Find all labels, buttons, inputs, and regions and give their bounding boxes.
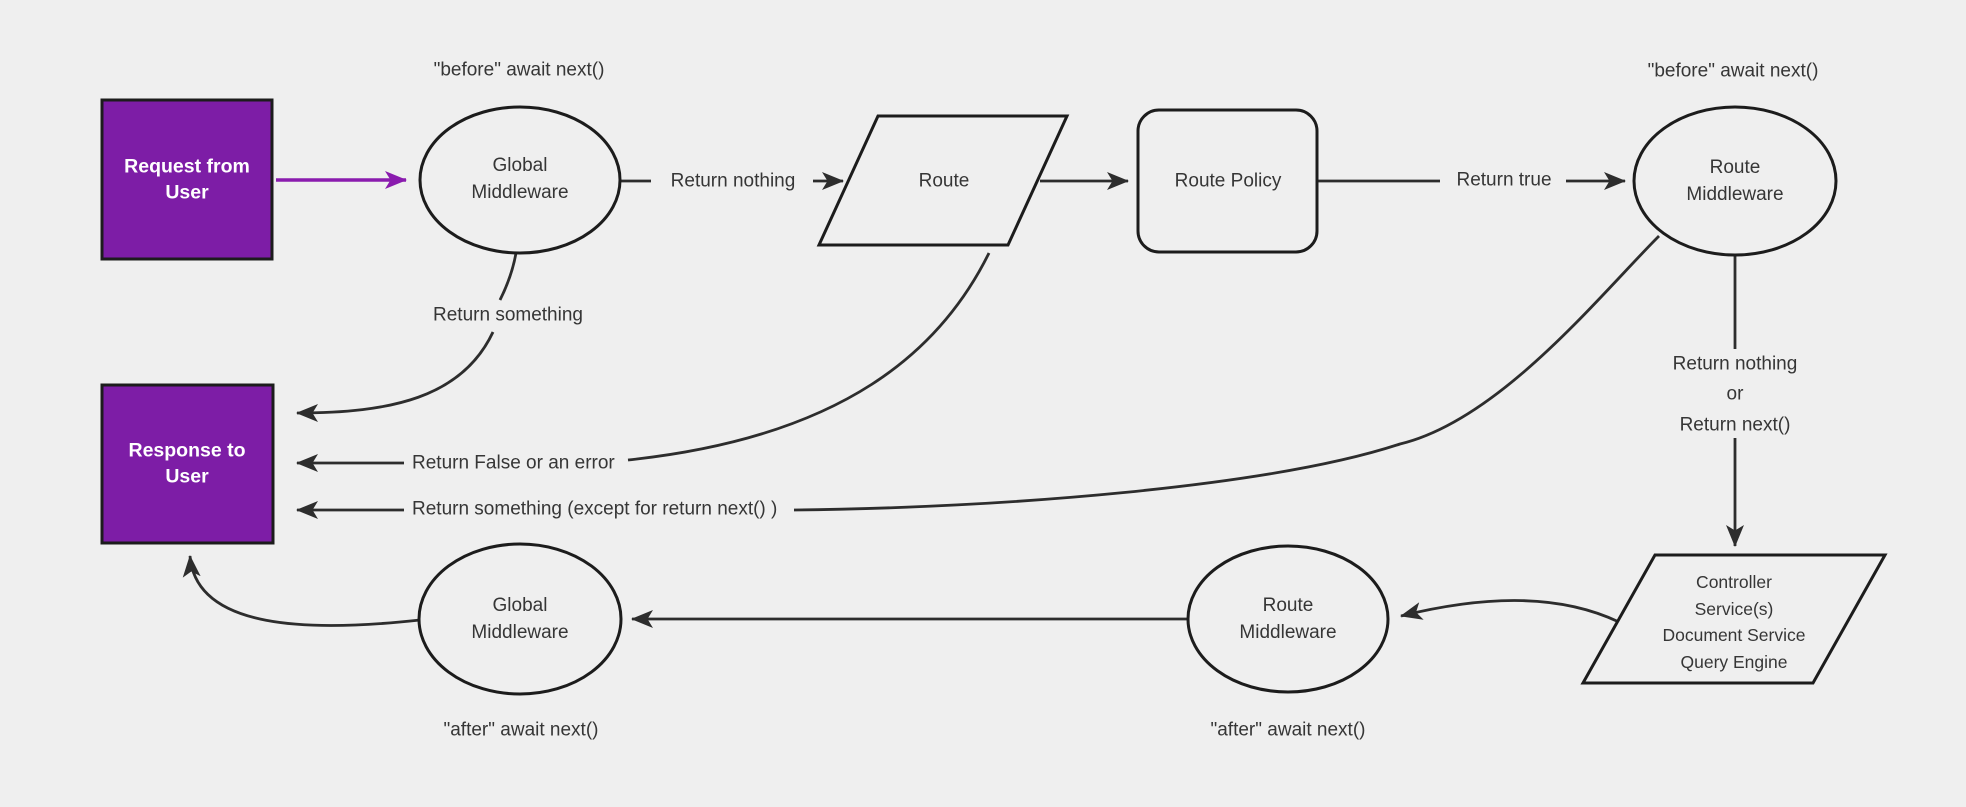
response-to-user-label: Response to User (128, 439, 246, 488)
edge-global-middleware-bottom-to-response (182, 555, 421, 627)
edge-return-something-lower (296, 331, 495, 422)
controller-node (1580, 553, 1888, 685)
return-something-label: Return something (433, 304, 583, 326)
before-await-next-right-label: "before" await next() (1647, 60, 1819, 82)
edge-return-something-upper (498, 252, 518, 301)
response-to-user-node (100, 383, 275, 545)
global-middleware-top-label: Global Middleware (471, 155, 569, 203)
return-nothing-label: Return nothing (670, 170, 796, 192)
return-false-or-error-label: Return False or an error (412, 452, 615, 474)
return-nothing-or-next-label: Return nothing or Return next() (1672, 353, 1798, 436)
edge-controller-to-route-middleware-bottom (1400, 599, 1620, 624)
route-middleware-top-node (1632, 105, 1838, 257)
route-middleware-bottom-node (1186, 544, 1390, 694)
before-await-next-left-label: "before" await next() (433, 59, 605, 81)
after-await-next-right-label: "after" await next() (1210, 719, 1366, 741)
route-policy-node (1136, 108, 1319, 254)
route-node (816, 114, 1070, 247)
global-middleware-bottom-label: Global Middleware (471, 595, 569, 643)
request-from-user-label: Request from User (124, 155, 250, 204)
route-middleware-top-label: Route Middleware (1686, 157, 1784, 205)
route-middleware-bottom-label: Route Middleware (1239, 595, 1337, 643)
request-from-user-node (100, 98, 274, 261)
controller-label: Controller Service(s) Document Service Q… (1662, 571, 1806, 672)
global-middleware-top-node (418, 105, 622, 255)
global-middleware-bottom-node (417, 542, 623, 696)
edge-return-something-except-curve (793, 235, 1660, 512)
route-policy-label: Route Policy (1174, 170, 1282, 192)
return-true-label: Return true (1456, 169, 1552, 191)
route-label: Route (918, 170, 970, 192)
edge-return-false-curve (627, 252, 991, 462)
return-something-except-label: Return something (except for return next… (412, 498, 778, 520)
after-await-next-left-label: "after" await next() (443, 719, 599, 741)
